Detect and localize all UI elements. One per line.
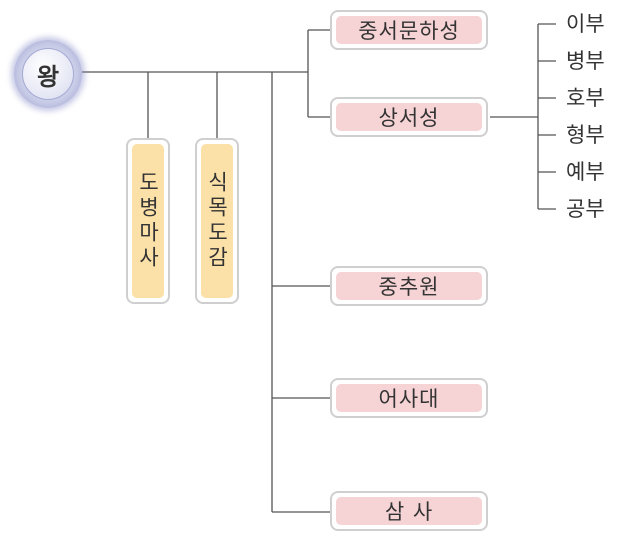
sikmokdogam-box: 식목도감: [195, 138, 239, 304]
dobyeongmasa-label: 도병마사: [132, 144, 164, 298]
sikmokdogam-label: 식목도감: [201, 144, 233, 298]
ministry-hobu: 호부: [566, 86, 605, 110]
eosadae-label: 어사대: [336, 384, 482, 412]
jungseomunhaseong-box: 중서문하성: [330, 10, 488, 50]
king-node: 왕: [14, 40, 82, 108]
ministry-ibu: 이부: [566, 12, 605, 36]
ministry-hyeongbu: 형부: [566, 123, 605, 147]
ministry-gongbu: 공부: [566, 197, 605, 221]
sangseoseong-box: 상서성: [330, 97, 488, 137]
ministry-byeongbu: 병부: [566, 49, 605, 73]
samsa-label: 삼 사: [336, 497, 482, 525]
eosadae-box: 어사대: [330, 378, 488, 418]
ministry-yebu: 예부: [566, 160, 605, 184]
dobyeongmasa-box: 도병마사: [126, 138, 170, 304]
jungseomunhaseong-label: 중서문하성: [336, 16, 482, 44]
king-label: 왕: [22, 48, 74, 100]
sangseoseong-label: 상서성: [336, 103, 482, 131]
jungchuwon-label: 중추원: [336, 272, 482, 300]
samsa-box: 삼 사: [330, 491, 488, 531]
jungchuwon-box: 중추원: [330, 266, 488, 306]
